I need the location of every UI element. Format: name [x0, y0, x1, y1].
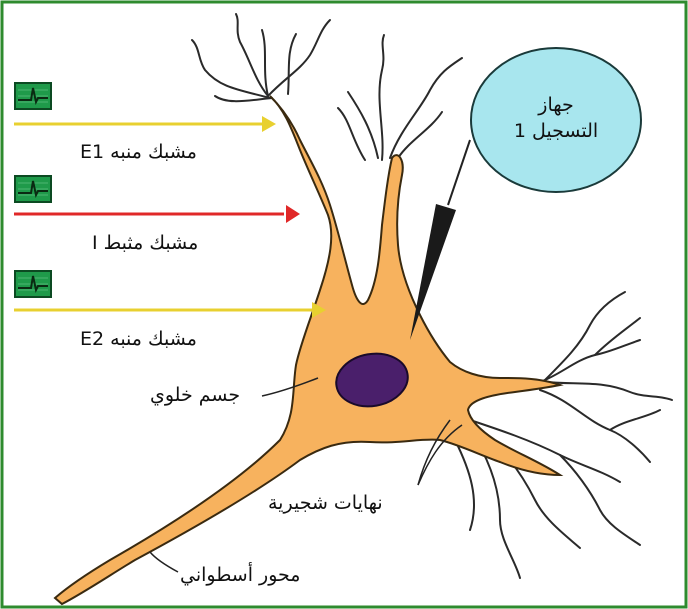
synapse-terminal-e1 [262, 116, 276, 132]
recorder-label: جهاز التسجيل 1 [476, 92, 636, 144]
recording-electrode [410, 204, 456, 340]
oscilloscope-icon [14, 270, 52, 300]
synapse-terminal-i [286, 205, 300, 223]
cell-body-label: جسم خلوي [150, 384, 240, 406]
recorder-line-1: جهاز [476, 92, 636, 118]
oscilloscope-icon [14, 175, 52, 205]
dendrite-endings-label: نهايات شجيرية [268, 492, 383, 514]
electrode-wire [448, 140, 470, 205]
synapse-label-e1: مشبك منبه E1 [80, 141, 197, 163]
axon-label: محور أسطواني [180, 564, 300, 586]
recorder-line-2: التسجيل 1 [476, 118, 636, 144]
synapse-label-e2: مشبك منبه E2 [80, 328, 197, 350]
neuron-cell-body [55, 96, 560, 604]
synapse-label-i: مشبك مثبط I [92, 232, 198, 254]
oscilloscope-icon [14, 82, 52, 112]
